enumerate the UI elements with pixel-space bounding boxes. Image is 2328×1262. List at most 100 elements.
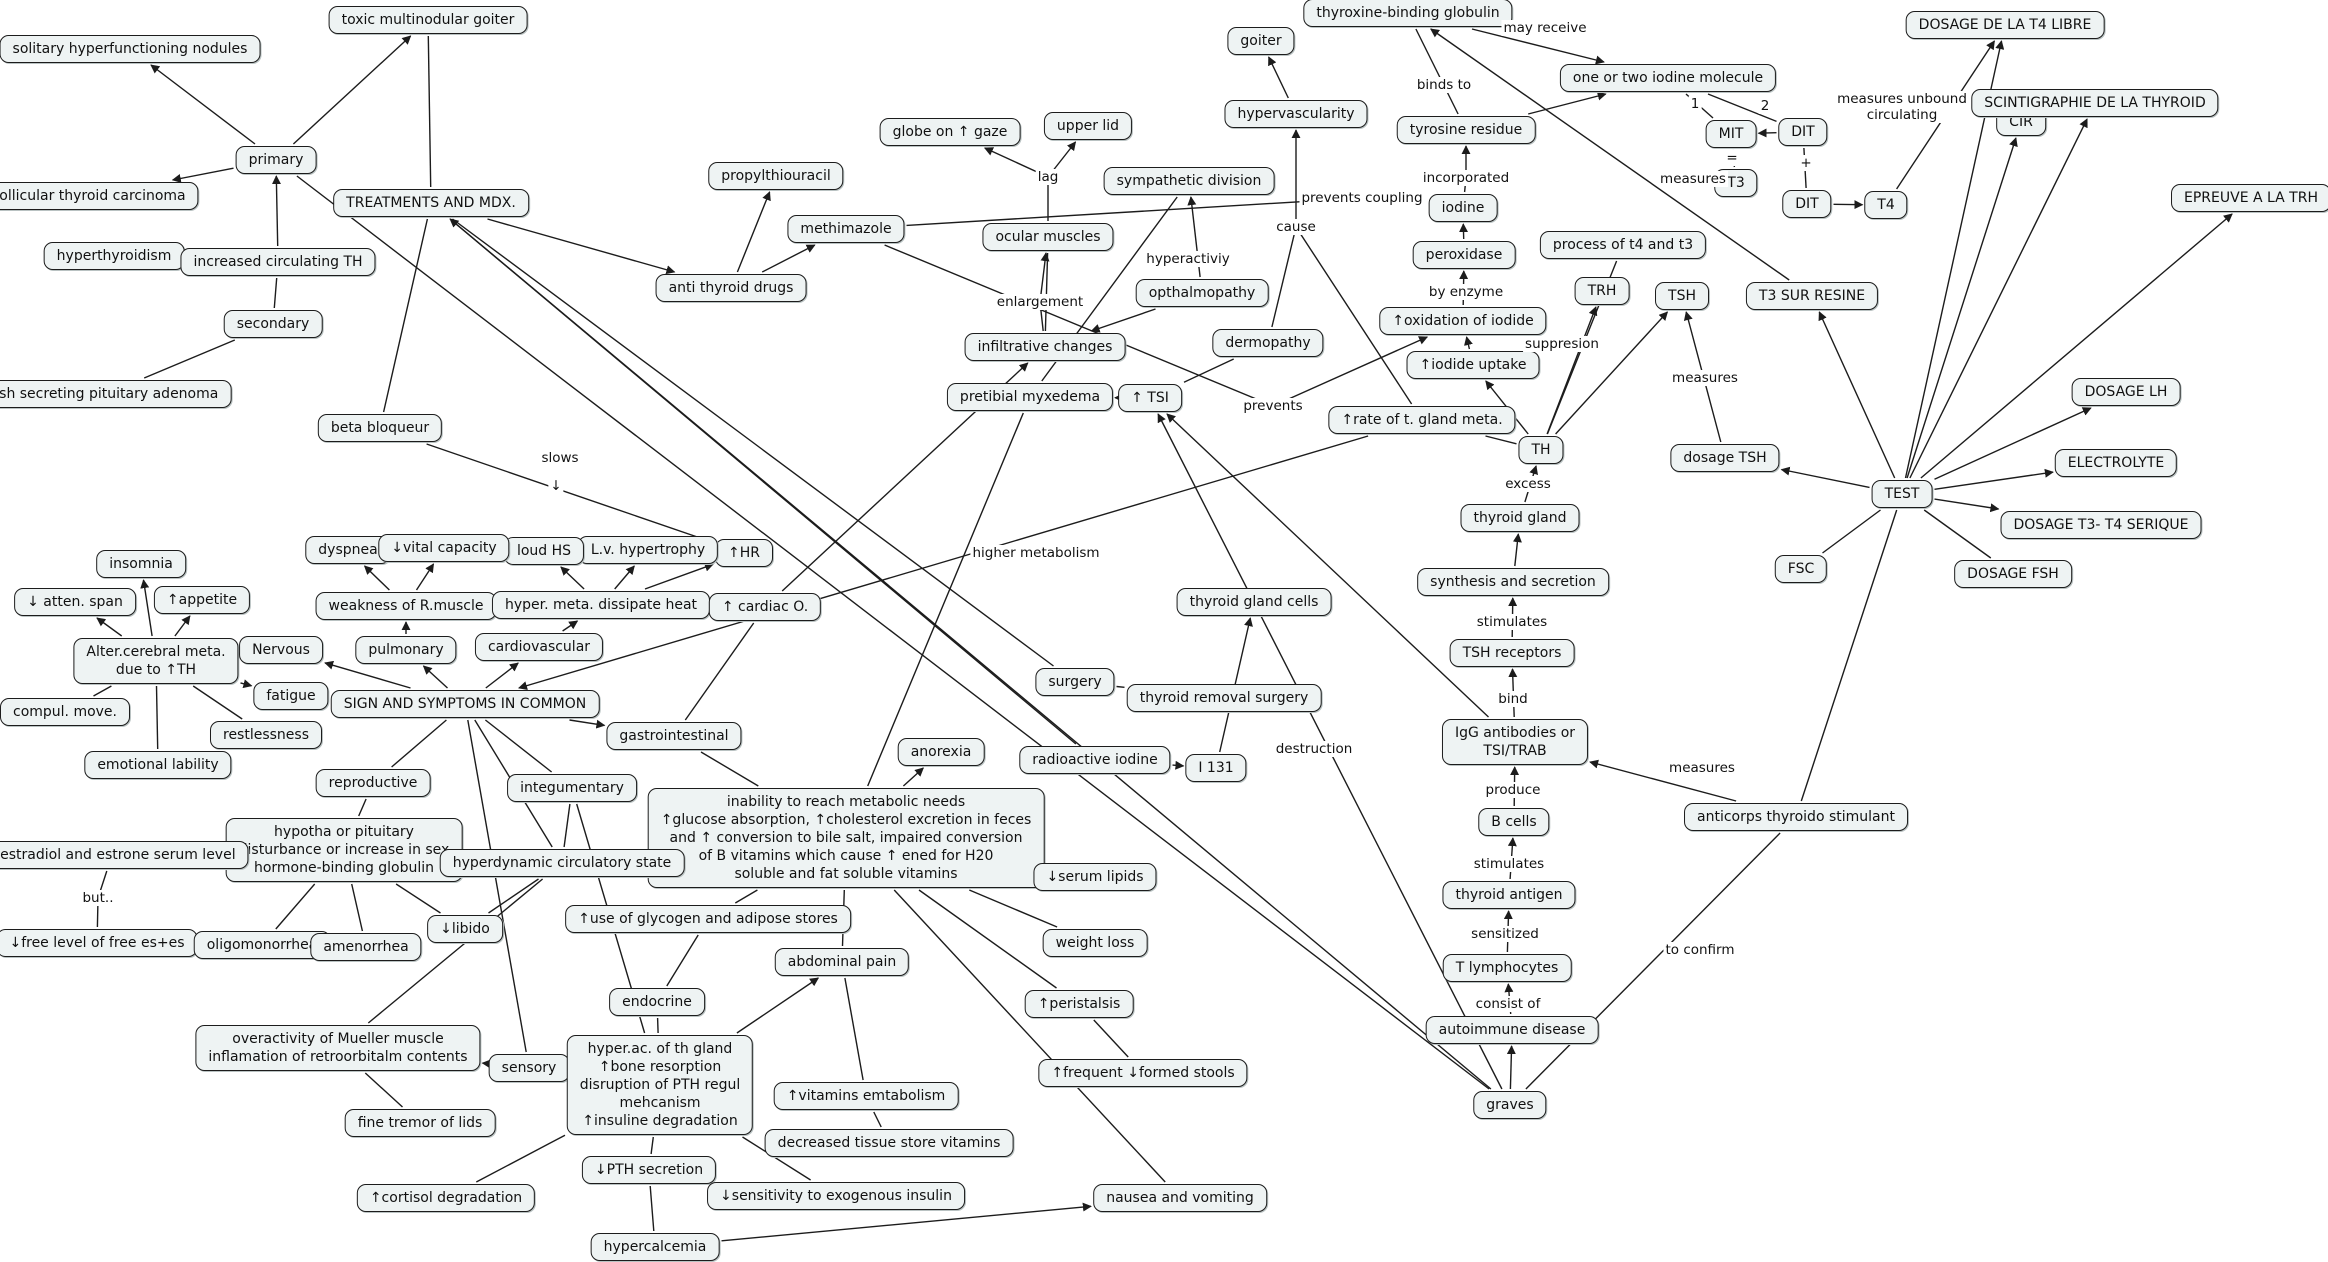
edge-label-incorporated: incorporated bbox=[1420, 170, 1512, 186]
node-infiltrative: infiltrative changes bbox=[964, 333, 1126, 361]
edge-alter_cerebral-to-insomnia bbox=[140, 579, 153, 637]
edge-peristalsis-to-frequent_stools bbox=[1093, 1019, 1129, 1058]
edge-radioactive-to-treatments bbox=[449, 218, 1077, 745]
edge-signs-to-reproductive bbox=[391, 719, 447, 768]
node-b-cells: B cells bbox=[1478, 808, 1550, 836]
node-tsh-receptors: TSH receptors bbox=[1449, 639, 1575, 667]
edge-label-plus: + bbox=[1798, 155, 1814, 171]
node-hr: ↑HR bbox=[715, 539, 773, 567]
edge-surgery-to-thyroid_removal bbox=[1116, 685, 1125, 688]
edge-hyperac_gland-to-cortisol bbox=[475, 1134, 566, 1183]
edge-hypercalcemia-to-nausea bbox=[721, 1202, 1092, 1242]
edge-label-down-arrow: ↓ bbox=[548, 478, 564, 494]
node-epreuve: EPREUVE A LA TRH bbox=[2171, 184, 2328, 212]
node-hyperdynamic: hyperdynamic circulatory state bbox=[439, 849, 685, 877]
node-tsi: ↑ TSI bbox=[1118, 384, 1182, 412]
node-thyroid-gland: thyroid gland bbox=[1460, 504, 1580, 532]
edge-label-stimulates-1: stimulates bbox=[1474, 614, 1550, 630]
node-iodine: iodine bbox=[1428, 194, 1498, 222]
edge-label-destruction: destruction bbox=[1273, 741, 1355, 757]
edge-integumentary-to-hyperdynamic bbox=[563, 803, 571, 848]
edge-label-two: 2 bbox=[1758, 98, 1772, 114]
edge-test-to-cir bbox=[1906, 137, 2018, 479]
edge-alter_cerebral-to-emotional bbox=[155, 685, 159, 750]
node-ocular-muscles: ocular muscles bbox=[982, 223, 1114, 251]
edge-signs-to-pulmonary bbox=[422, 665, 448, 689]
node-mit: MIT bbox=[1705, 120, 1757, 148]
node-appetite: ↑appetite bbox=[153, 586, 251, 614]
edge-signs-to-nervous bbox=[324, 660, 411, 689]
edge-primary-to-graves bbox=[296, 175, 1490, 1090]
node-beta-bloqueur: beta bloqueur bbox=[317, 414, 443, 442]
edge-test-to-t3_resine bbox=[1818, 311, 1896, 479]
node-t4: T4 bbox=[1864, 191, 1908, 219]
edge-inability-to-nausea bbox=[893, 889, 1166, 1183]
node-thyroid-cells: thyroid gland cells bbox=[1176, 588, 1332, 616]
edge-gastrointestinal-to-inability bbox=[700, 751, 759, 787]
node-weakness: weakness of R.muscle bbox=[315, 592, 497, 620]
node-vitamins-metab: ↑vitamins emtabolism bbox=[773, 1082, 959, 1110]
node-iodide-uptake: ↑iodide uptake bbox=[1406, 351, 1540, 379]
node-rate-gland: ↑rate of t. gland meta. bbox=[1328, 406, 1516, 434]
edge-hyperac_gland-to-pth bbox=[650, 1136, 654, 1155]
node-oligomenorrhea: oligomonorrhea bbox=[193, 931, 331, 959]
edge-layer bbox=[93, 28, 2233, 1242]
edge-th-to-tsh bbox=[1555, 311, 1669, 435]
edge-label-one: 1 bbox=[1688, 96, 1702, 112]
edge-reproductive-to-hypotha bbox=[358, 798, 367, 817]
node-tsh: TSH bbox=[1655, 282, 1709, 310]
node-restlessness: restlessness bbox=[209, 721, 323, 749]
node-reproductive: reproductive bbox=[315, 769, 431, 797]
edge-t3_resine-to-tbg bbox=[1430, 28, 1790, 281]
node-atten-span: ↓ atten. span bbox=[14, 588, 136, 616]
node-estradiol: ↑estradiol and estrone serum level bbox=[0, 841, 249, 869]
edge-test-to-fsc bbox=[1822, 509, 1881, 554]
edge-glycogen-to-endocrine bbox=[666, 934, 699, 987]
edge-label-to-confirm: to confirm bbox=[1663, 942, 1737, 958]
node-t-lymph: T lymphocytes bbox=[1442, 954, 1572, 982]
node-peristalsis: ↑peristalsis bbox=[1024, 990, 1134, 1018]
node-anti-thyroid: anti thyroid drugs bbox=[655, 274, 807, 302]
edge-label-produce: produce bbox=[1483, 782, 1543, 798]
node-primary: primary bbox=[235, 146, 317, 174]
node-tbg: thyroxine-binding globulin bbox=[1303, 0, 1513, 27]
node-dosage-tsh: dosage TSH bbox=[1670, 444, 1780, 472]
node-thyroid-antigen: thyroid antigen bbox=[1442, 881, 1576, 909]
edge-label-measures-t3: measures bbox=[1658, 171, 1728, 187]
node-alter-cerebral: Alter.cerebral meta. due to ↑TH bbox=[73, 638, 239, 684]
edge-secondary-to-increased_th bbox=[273, 277, 278, 309]
edge-tbg-to-iodine_molecule bbox=[1471, 28, 1605, 65]
edge-primary-to-solitary bbox=[150, 64, 256, 145]
edge-weakness-to-vital_capacity bbox=[415, 563, 435, 591]
node-test: TEST bbox=[1871, 480, 1933, 508]
edge-signs-to-gastrointestinal bbox=[569, 719, 606, 729]
edge-test-to-dosage_lh bbox=[1934, 407, 2092, 480]
node-anorexia: anorexia bbox=[897, 738, 985, 766]
node-nausea: nausea and vomiting bbox=[1093, 1184, 1267, 1212]
node-oxidation: ↑oxidation of iodide bbox=[1379, 307, 1547, 335]
node-solitary: solitary hyperfunctioning nodules bbox=[0, 35, 261, 63]
edge-anti_thyroid-to-methimazole bbox=[761, 244, 816, 273]
edge-hyper_meta-to-hr bbox=[644, 562, 714, 590]
edge-opthalmopathy-to-infiltrative bbox=[1090, 308, 1156, 333]
node-inability: inability to reach metabolic needs ↑gluc… bbox=[647, 788, 1045, 888]
edge-th-to-rate_gland bbox=[1485, 435, 1517, 445]
edge-pth-to-hypercalcemia bbox=[649, 1185, 655, 1232]
node-dosage-fsh: DOSAGE FSH bbox=[1954, 560, 2072, 588]
edge-test-to-epreuve bbox=[1920, 213, 2233, 479]
node-synthesis: synthesis and secretion bbox=[1417, 568, 1609, 596]
edge-igg-to-tsi bbox=[1166, 413, 1489, 718]
node-trh: TRH bbox=[1574, 277, 1630, 305]
edge-test-to-dosage_fsh bbox=[1923, 509, 1992, 559]
node-insomnia: insomnia bbox=[96, 550, 186, 578]
edge-graves-to-autoimmune bbox=[1506, 1045, 1516, 1090]
node-surgery: surgery bbox=[1035, 668, 1115, 696]
edge-test-to-scinti bbox=[1909, 118, 2088, 479]
edge-inability-to-pretibial bbox=[867, 412, 1024, 787]
node-abdominal-pain: abdominal pain bbox=[774, 948, 910, 976]
node-t3-resine: T3 SUR RESINE bbox=[1745, 282, 1879, 310]
edge-label-measures-igg: measures bbox=[1667, 760, 1737, 776]
edge-hyperac_gland-to-abdominal_pain bbox=[736, 977, 820, 1034]
edge-label-equals: = bbox=[1724, 150, 1740, 166]
